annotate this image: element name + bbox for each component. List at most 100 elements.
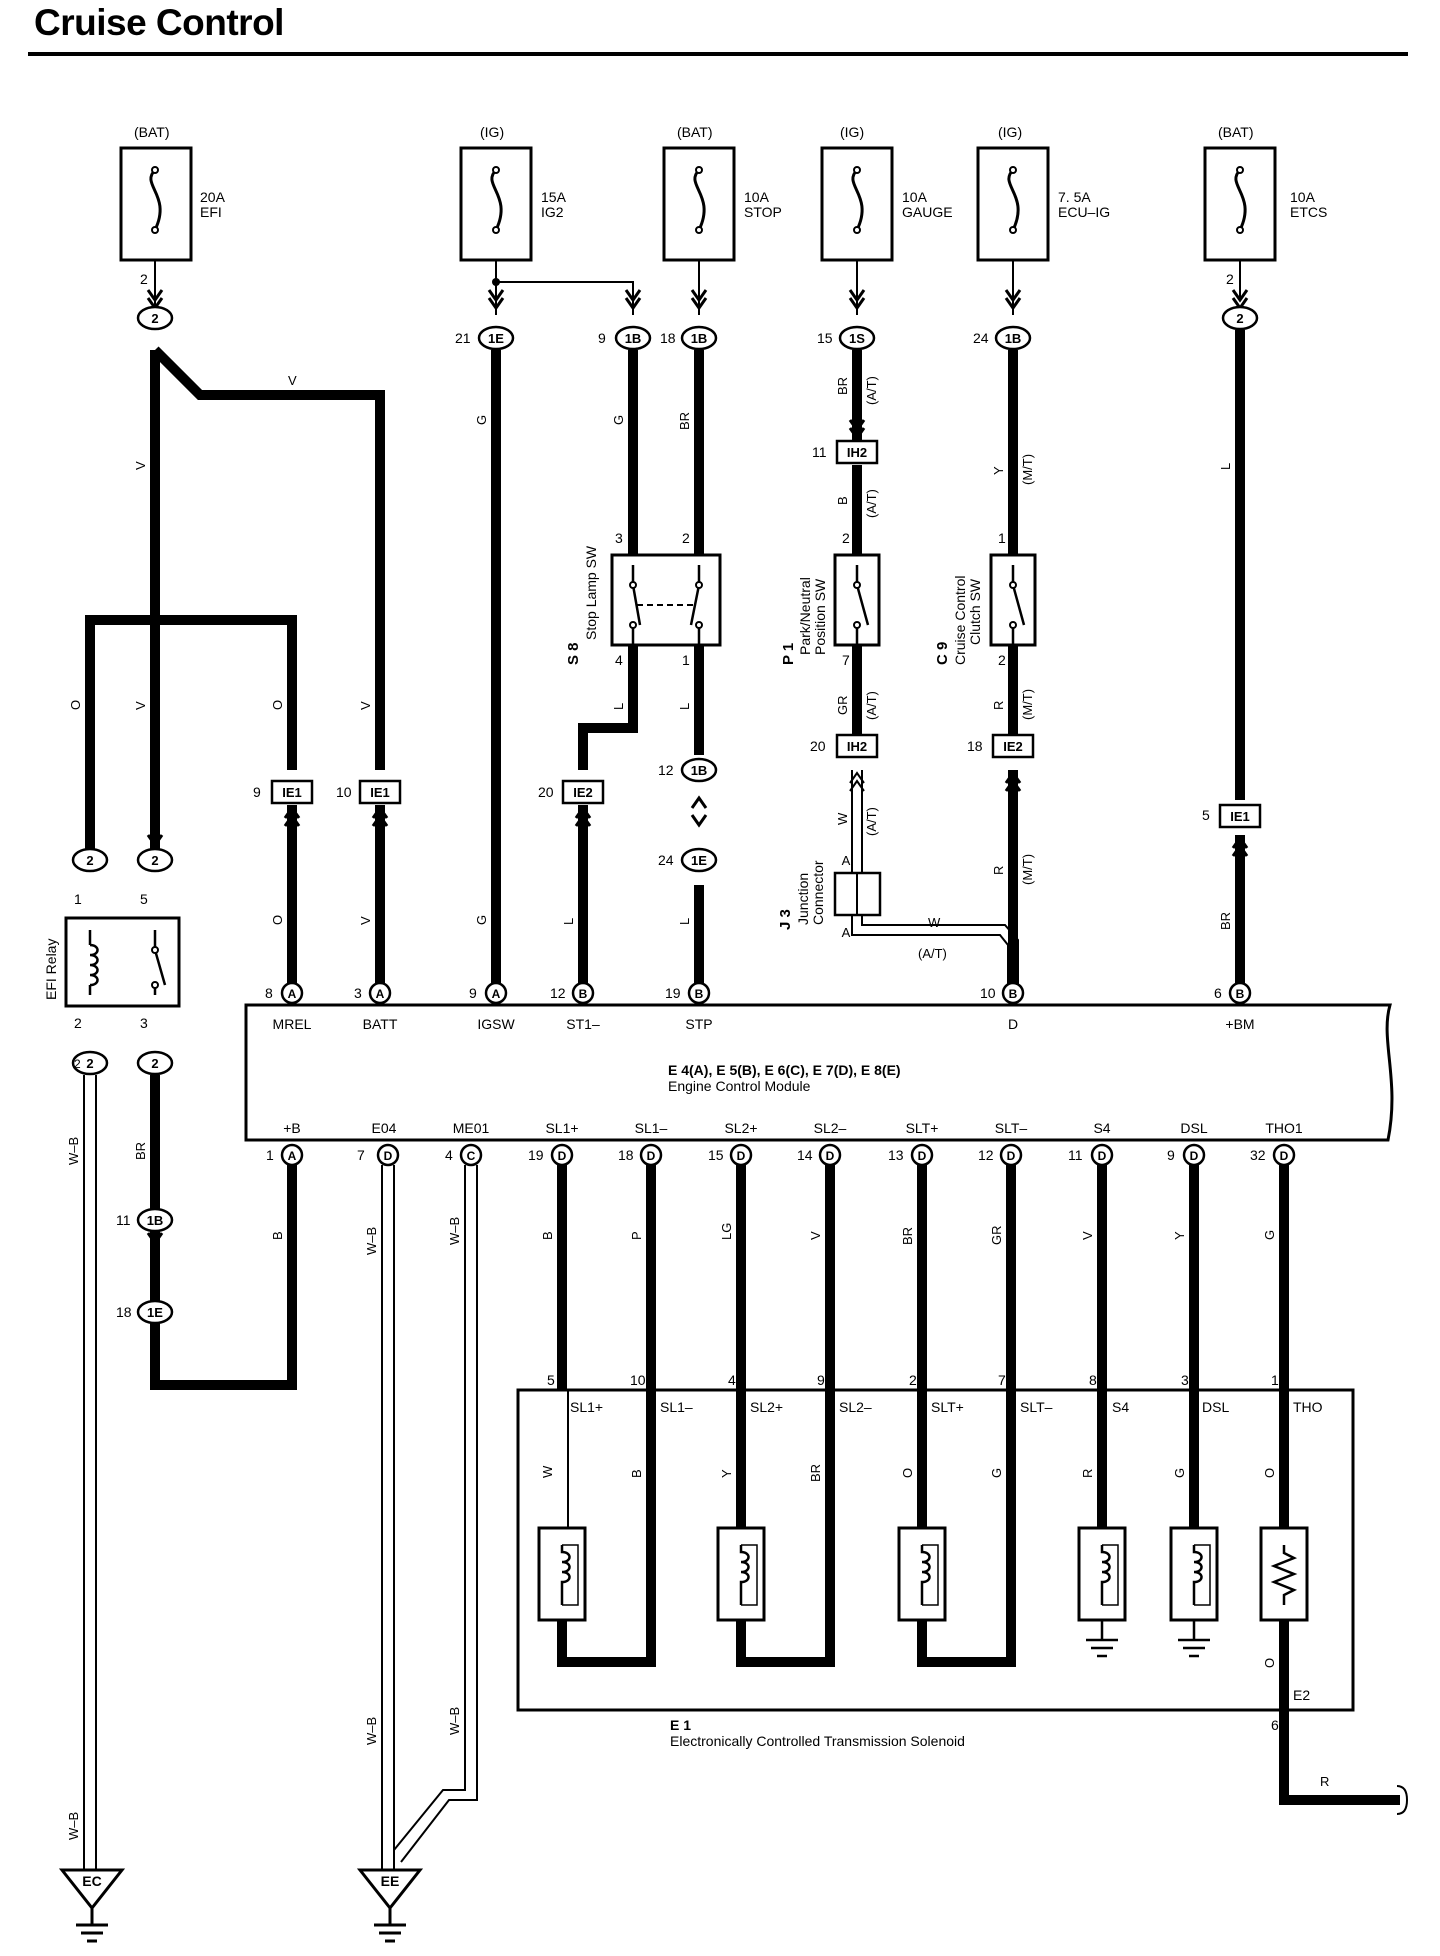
svg-text:E 4(A), E 5(B), E 6(C), E 7(D): E 4(A), E 5(B), E 6(C), E 7(D), E 8(E) xyxy=(668,1062,901,1078)
solenoid-terminal-labels: SL1+ SL1– SL2+ SL2– SLT+ SLT– S4 DSL THO… xyxy=(570,1399,1323,1703)
svg-text:O: O xyxy=(270,700,285,710)
svg-text:2: 2 xyxy=(1226,271,1234,287)
svg-text:D: D xyxy=(558,1149,567,1163)
svg-text:Y: Y xyxy=(719,1469,734,1478)
svg-text:2: 2 xyxy=(909,1372,917,1388)
svg-text:SL2–: SL2– xyxy=(839,1399,872,1415)
svg-text:D: D xyxy=(1098,1149,1107,1163)
svg-text:(A/T): (A/T) xyxy=(918,946,947,961)
svg-text:18: 18 xyxy=(116,1304,132,1320)
wire-sltm-gr xyxy=(917,1165,1016,1667)
svg-text:B: B xyxy=(1009,987,1018,1001)
svg-text:19: 19 xyxy=(528,1147,544,1163)
svg-text:G: G xyxy=(474,415,489,425)
svg-text:1B: 1B xyxy=(691,763,708,778)
svg-text:6: 6 xyxy=(1214,985,1222,1001)
svg-text:B: B xyxy=(579,987,588,1001)
clutch-switch xyxy=(989,553,1037,647)
component-names: E 4(A), E 5(B), E 6(C), E 7(D), E 8(E) E… xyxy=(43,545,983,1749)
svg-text:+BM: +BM xyxy=(1225,1016,1254,1032)
fuse-amp: 15A xyxy=(541,189,567,205)
svg-text:12: 12 xyxy=(550,985,566,1001)
svg-text:DSL: DSL xyxy=(1180,1120,1207,1136)
fuse-labels: (BAT) 20A EFI (IG) 15A IG2 (BAT) 10A STO… xyxy=(134,124,1327,220)
svg-text:7: 7 xyxy=(357,1147,365,1163)
svg-text:18: 18 xyxy=(967,738,983,754)
component-shapes xyxy=(58,278,1394,1943)
svg-text:6: 6 xyxy=(1271,1717,1279,1733)
svg-text:B: B xyxy=(695,987,704,1001)
fuse-stop xyxy=(662,146,736,262)
svg-text:D: D xyxy=(918,1149,927,1163)
ground-ec xyxy=(58,1868,126,1943)
svg-text:O: O xyxy=(1262,1658,1277,1668)
svg-text:O: O xyxy=(68,700,83,710)
page-title: Cruise Control xyxy=(34,2,284,43)
svg-text:SLT–: SLT– xyxy=(1020,1399,1053,1415)
wires xyxy=(83,240,1409,1875)
fuse-name: EFI xyxy=(200,204,222,220)
svg-text:20: 20 xyxy=(538,784,554,800)
svg-text:1B: 1B xyxy=(1005,331,1022,346)
svg-text:D: D xyxy=(826,1149,835,1163)
svg-text:IE1: IE1 xyxy=(282,785,302,800)
svg-text:12: 12 xyxy=(658,762,674,778)
svg-text:1E: 1E xyxy=(147,1305,163,1320)
svg-text:V: V xyxy=(1080,1231,1095,1240)
svg-text:5: 5 xyxy=(1202,807,1210,823)
svg-text:2: 2 xyxy=(842,530,850,546)
svg-text:1B: 1B xyxy=(691,331,708,346)
svg-text:9: 9 xyxy=(598,330,606,346)
fuse-amp: 10A xyxy=(744,189,770,205)
fuse-name: ETCS xyxy=(1290,204,1327,220)
svg-text:(A/T): (A/T) xyxy=(864,376,879,405)
svg-text:D: D xyxy=(1008,1016,1018,1032)
svg-text:ME01: ME01 xyxy=(453,1120,490,1136)
svg-text:A: A xyxy=(376,987,385,1001)
ground-ee xyxy=(356,1868,424,1943)
svg-text:2: 2 xyxy=(151,1056,158,1071)
svg-text:C 9: C 9 xyxy=(934,642,951,665)
svg-text:+B: +B xyxy=(283,1120,301,1136)
svg-text:G: G xyxy=(1172,1468,1187,1478)
svg-text:W–B: W–B xyxy=(364,1717,379,1745)
svg-text:7: 7 xyxy=(998,1372,1006,1388)
svg-text:2: 2 xyxy=(1236,311,1243,326)
wire-sl2m-v xyxy=(736,1165,835,1667)
svg-text:2: 2 xyxy=(86,853,93,868)
fuse-ig2 xyxy=(459,146,533,262)
svg-text:SLT+: SLT+ xyxy=(931,1399,964,1415)
svg-text:E 1: E 1 xyxy=(670,1717,691,1733)
svg-text:V: V xyxy=(133,461,148,470)
svg-text:8: 8 xyxy=(1089,1372,1097,1388)
svg-text:BR: BR xyxy=(808,1464,823,1482)
svg-text:Y: Y xyxy=(1172,1231,1187,1240)
connector-codes: 2 2 1E 1B 1B 1S 1B 1B 1E 2 2 2 2 1B 1E I… xyxy=(86,311,1288,1320)
svg-text:BATT: BATT xyxy=(363,1016,398,1032)
svg-text:STP: STP xyxy=(685,1016,712,1032)
fuse-source: (BAT) xyxy=(134,124,170,140)
svg-text:O: O xyxy=(1262,1468,1277,1478)
labels: (BAT) 20A EFI (IG) 15A IG2 (BAT) 10A STO… xyxy=(43,124,1329,1889)
svg-text:4: 4 xyxy=(445,1147,453,1163)
svg-text:S 8: S 8 xyxy=(565,642,582,665)
svg-text:W–B: W–B xyxy=(447,1707,462,1735)
svg-text:32: 32 xyxy=(1250,1147,1266,1163)
svg-text:Engine Control Module: Engine Control Module xyxy=(668,1078,811,1094)
svg-text:SL1–: SL1– xyxy=(660,1399,693,1415)
junction-connector xyxy=(833,871,882,917)
ground-labels: EC EE xyxy=(82,1873,399,1889)
svg-text:V: V xyxy=(358,701,373,710)
wire-color-labels-vertical: V O V O V O V G G G BR L L L L BR (A/T) … xyxy=(66,376,1277,1840)
svg-text:W: W xyxy=(540,1465,555,1478)
fuse-name: GAUGE xyxy=(902,204,953,220)
wire-color-labels: V W (A/T) R xyxy=(288,373,1329,1789)
svg-text:IE1: IE1 xyxy=(370,785,390,800)
svg-text:1B: 1B xyxy=(147,1213,164,1228)
svg-text:1E: 1E xyxy=(691,853,707,868)
svg-text:S4: S4 xyxy=(1093,1120,1110,1136)
svg-text:11: 11 xyxy=(812,444,827,460)
fuse-name: ECU–IG xyxy=(1058,204,1110,220)
svg-text:IE1: IE1 xyxy=(1230,809,1250,824)
svg-text:11: 11 xyxy=(116,1212,131,1228)
